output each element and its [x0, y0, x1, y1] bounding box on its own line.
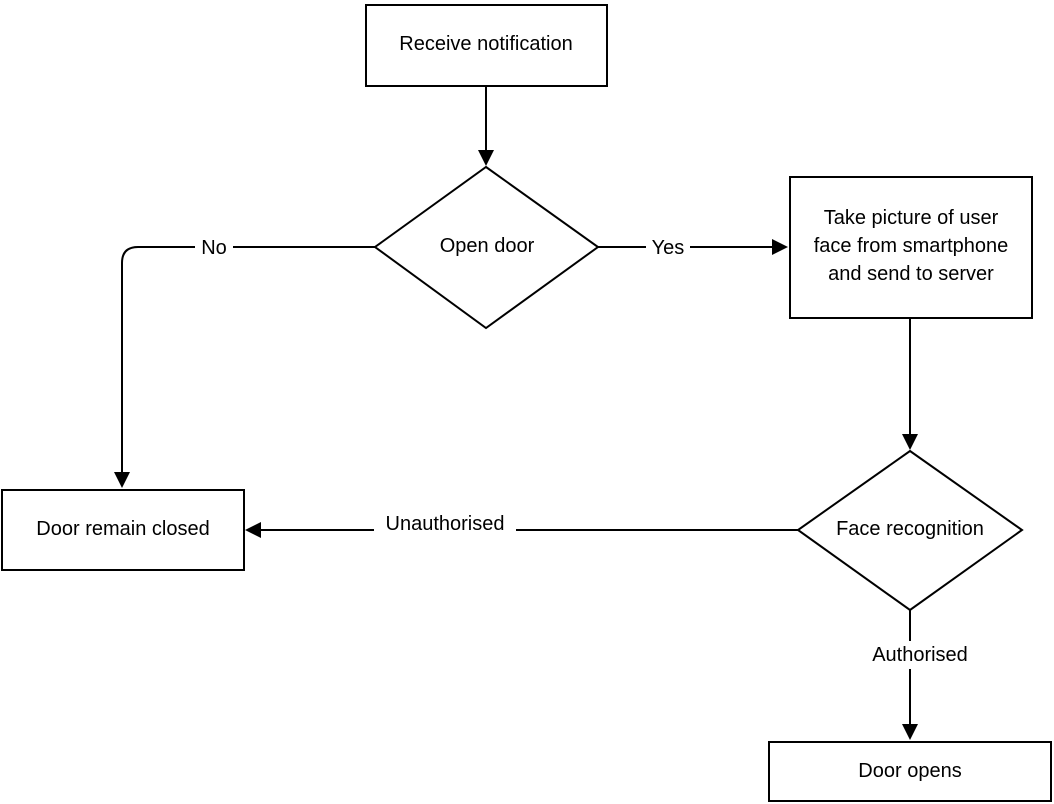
- edge-label-no: No: [195, 234, 233, 262]
- node-door-remain-closed-label: Door remain closed: [36, 518, 209, 540]
- node-face-recognition-label: Face recognition: [836, 518, 984, 540]
- edge-label-authorised-text: Authorised: [872, 644, 968, 666]
- node-take-picture-line-2: face from smartphone: [814, 235, 1009, 257]
- edge-label-yes: Yes: [646, 234, 690, 262]
- edge-label-unauthorised: Unauthorised: [374, 511, 516, 539]
- node-take-picture: Take picture of user face from smartphon…: [789, 176, 1033, 319]
- node-open-door-label: Open door: [440, 235, 535, 257]
- edge-unauthorised: [245, 522, 798, 538]
- edge-receive-to-open-door: [478, 86, 494, 166]
- edge-picture-to-face-recognition: [902, 318, 918, 450]
- edge-label-unauthorised-text: Unauthorised: [386, 513, 505, 535]
- node-door-remain-closed: Door remain closed: [1, 489, 245, 571]
- node-take-picture-line-3: and send to server: [828, 263, 994, 285]
- node-take-picture-line-1: Take picture of user: [824, 207, 999, 229]
- node-receive-notification-label: Receive notification: [399, 33, 572, 55]
- node-open-door: Open door: [373, 165, 600, 330]
- node-door-opens-label: Door opens: [858, 760, 961, 782]
- edge-label-no-text: No: [201, 237, 227, 259]
- edge-label-authorised: Authorised: [861, 641, 979, 669]
- node-door-opens: Door opens: [768, 741, 1052, 802]
- edge-no: [114, 246, 375, 488]
- edge-authorised: [902, 610, 918, 740]
- edge-label-yes-text: Yes: [652, 237, 685, 259]
- node-receive-notification: Receive notification: [365, 4, 608, 87]
- edge-yes: [598, 239, 788, 255]
- node-face-recognition: Face recognition: [796, 449, 1024, 612]
